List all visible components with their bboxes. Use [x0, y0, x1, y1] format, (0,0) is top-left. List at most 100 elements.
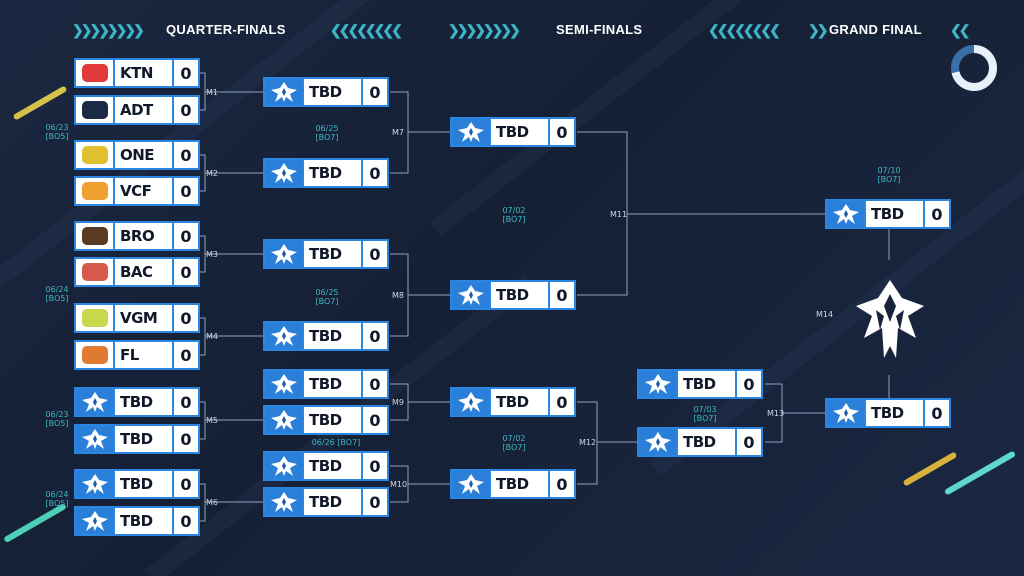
team-score: 0: [174, 223, 198, 249]
bro-logo: [76, 223, 113, 249]
team-score: 0: [363, 489, 387, 515]
tbd-logo: [639, 429, 676, 455]
tbd-logo: [639, 371, 676, 397]
team-score: 0: [925, 201, 949, 227]
date-label: 06/25[BO7]: [315, 288, 339, 306]
match-label: M7: [392, 128, 404, 137]
team-score: 0: [737, 429, 761, 455]
team-name: BAC: [115, 259, 172, 285]
date-label: 06/24[BO5]: [45, 285, 69, 303]
team-name: TBD: [304, 371, 361, 397]
team-score: 0: [363, 323, 387, 349]
date-label: 07/02[BO7]: [502, 206, 526, 224]
team-name: FL: [115, 342, 172, 368]
match-label: M1: [206, 88, 218, 97]
team-name: KTN: [115, 60, 172, 86]
match-label: M10: [390, 480, 408, 489]
team-score: 0: [737, 371, 761, 397]
date-label: 06/23[BO5]: [45, 410, 69, 428]
team-name: TBD: [491, 471, 548, 497]
team-name: TBD: [304, 453, 361, 479]
match-label: M5: [206, 416, 218, 425]
team-score: 0: [363, 160, 387, 186]
tbd-logo: [265, 371, 302, 397]
team-score: 0: [174, 178, 198, 204]
match-label: M8: [392, 291, 404, 300]
vgm-logo: [76, 305, 113, 331]
date-label: 06/26 [BO7]: [311, 438, 361, 447]
team-name: TBD: [491, 389, 548, 415]
tbd-logo: [265, 407, 302, 433]
match-label: M4: [206, 332, 218, 341]
team-score: 0: [363, 453, 387, 479]
match-label: M12: [579, 438, 597, 447]
team-score: 0: [174, 389, 198, 415]
chevron-decoration: ❮❮❮❮❮❮❮❮: [708, 22, 781, 38]
team-name: TBD: [678, 429, 735, 455]
bac-logo: [76, 259, 113, 285]
tbd-logo: [452, 282, 489, 308]
team-score: 0: [174, 426, 198, 452]
match-label: M3: [206, 250, 218, 259]
chevron-decoration: ❮❮: [950, 22, 971, 38]
tbd-logo: [827, 201, 864, 227]
tbd-logo: [452, 471, 489, 497]
tbd-logo: [76, 508, 113, 534]
team-name: TBD: [491, 119, 548, 145]
adt-logo: [76, 97, 113, 123]
trophy-emblem-icon: [856, 280, 924, 358]
team-name: BRO: [115, 223, 172, 249]
team-score: 0: [363, 79, 387, 105]
one-logo: [76, 142, 113, 168]
tbd-logo: [265, 79, 302, 105]
chevron-decoration: ❯❯❯❯❯❯❯❯: [72, 22, 145, 38]
team-name: TBD: [678, 371, 735, 397]
ktn-logo: [76, 60, 113, 86]
fl-logo: [76, 342, 113, 368]
team-name: TBD: [866, 400, 923, 426]
match-label: M13: [767, 409, 785, 418]
tbd-logo: [265, 323, 302, 349]
header-semifinals: SEMI-FINALS: [556, 22, 643, 37]
team-name: TBD: [304, 79, 361, 105]
match-label: M6: [206, 498, 218, 507]
tbd-logo: [452, 389, 489, 415]
tbd-logo: [76, 389, 113, 415]
team-name: TBD: [866, 201, 923, 227]
date-label: 07/10[BO7]: [877, 166, 901, 184]
tbd-logo: [265, 160, 302, 186]
tbd-logo: [265, 241, 302, 267]
date-label: 06/24[BO5]: [45, 490, 69, 508]
team-name: VGM: [115, 305, 172, 331]
match-label: M14: [816, 310, 834, 319]
